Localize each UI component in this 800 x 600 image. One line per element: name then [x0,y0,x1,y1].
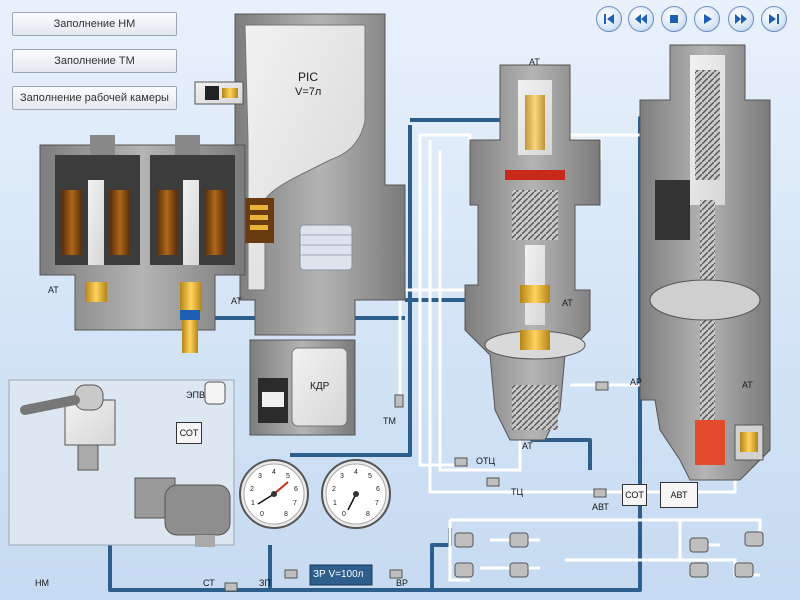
svg-text:5: 5 [368,473,372,480]
distributor-body [194,13,406,436]
svg-text:4: 4 [272,469,276,476]
svg-text:6: 6 [294,486,298,493]
main-reservoir [309,564,373,586]
zp-label: ЗП [259,578,271,588]
svg-text:1: 1 [333,500,337,507]
skip-forward-button[interactable] [761,6,787,32]
at-label-top: АТ [529,57,540,67]
svg-text:0: 0 [342,511,346,518]
play-button[interactable] [694,6,720,32]
right-pressure-gauge: 4 3 5 2 6 1 7 0 8 [321,459,391,529]
sot-box-right: СОТ [622,484,647,506]
driver-crane-inset [8,379,235,547]
ric-volume-label: V=7л [295,86,322,98]
svg-text:3: 3 [340,473,344,480]
avt-label: АВТ [592,502,609,512]
vr-label: ВР [396,578,409,588]
fill-tm-button[interactable]: Заполнение ТМ [12,49,177,73]
small-valves [224,381,764,592]
svg-text:3: 3 [258,473,262,480]
at-label-middle: АТ [562,298,573,308]
ar-label: АР [630,377,643,387]
skip-back-button[interactable] [596,6,622,32]
svg-text:4: 4 [354,469,358,476]
fast-forward-icon [735,14,747,24]
svg-text:8: 8 [366,511,370,518]
rewind-button[interactable] [628,6,654,32]
at-label-solenoid: АТ [231,296,242,306]
play-icon [704,14,712,24]
svg-text:2: 2 [332,486,336,493]
avt-box: АВТ [660,482,698,508]
middle-valve-assembly [464,64,601,441]
fill-nm-button[interactable]: Заполнение НМ [12,12,177,36]
at-label-left: АТ [48,285,59,295]
zr-label: ЗР V=100л [313,569,364,580]
otc-label: ОТЦ [476,456,496,466]
at-label-right: АТ [742,380,753,390]
fast-forward-button[interactable] [728,6,754,32]
solenoid-valve-block [39,135,246,353]
tc-label: ТЦ [511,487,524,497]
rewind-icon [635,14,647,24]
stop-icon [670,15,678,23]
svg-text:6: 6 [376,486,380,493]
svg-text:7: 7 [375,500,379,507]
svg-text:5: 5 [286,473,290,480]
svg-text:8: 8 [284,511,288,518]
svg-text:1: 1 [251,500,255,507]
right-tall-device [639,44,771,481]
sot-box-left: СОТ [176,422,202,444]
svg-text:7: 7 [293,500,297,507]
svg-text:2: 2 [250,486,254,493]
skip-back-icon [604,14,614,24]
svg-text:0: 0 [260,511,264,518]
tm-label: ТМ [383,416,396,426]
nm-label: НМ [35,578,49,588]
at-label-bottom: АТ [522,441,533,451]
kdr-label: КДР [310,381,330,392]
stop-button[interactable] [661,6,687,32]
st-label: СТ [203,578,215,588]
epv-label: ЭПВ [186,390,205,400]
left-pressure-gauge: 4 3 5 2 6 1 7 0 8 [239,459,309,529]
skip-forward-icon [769,14,779,24]
fill-chamber-button[interactable]: Заполнение рабочей камеры [12,86,177,110]
ric-label: РІС [298,70,319,84]
